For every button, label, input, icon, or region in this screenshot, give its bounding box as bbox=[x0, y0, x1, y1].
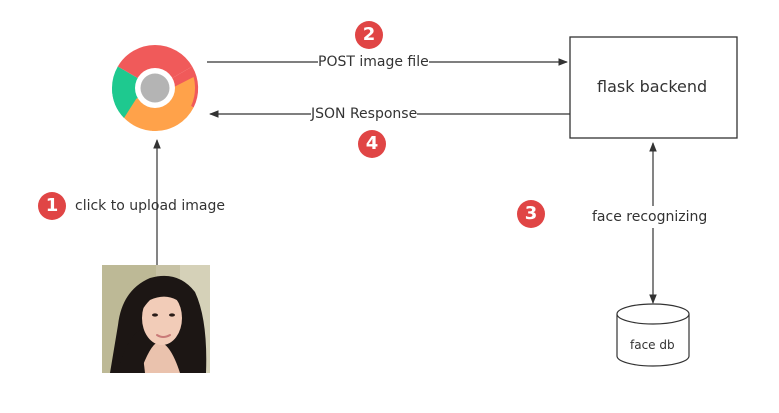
step-badge-2: 2 bbox=[355, 21, 383, 49]
step-badge-3: 3 bbox=[517, 200, 545, 228]
upload-image-label: click to upload image bbox=[75, 198, 225, 214]
backend-box bbox=[569, 36, 738, 139]
database-cylinder bbox=[616, 303, 690, 367]
chrome-browser-icon bbox=[111, 45, 199, 132]
json-response-label: JSON Response bbox=[311, 105, 418, 123]
database-label: face db bbox=[630, 338, 675, 352]
step-badge-4: 4 bbox=[358, 130, 386, 158]
portrait-photo bbox=[102, 265, 210, 373]
face-recognizing-label: face recognizing bbox=[591, 206, 709, 228]
post-image-label: POST image file bbox=[318, 53, 429, 71]
backend-label: flask backend bbox=[597, 77, 708, 96]
step-badge-1: 1 bbox=[38, 192, 66, 220]
